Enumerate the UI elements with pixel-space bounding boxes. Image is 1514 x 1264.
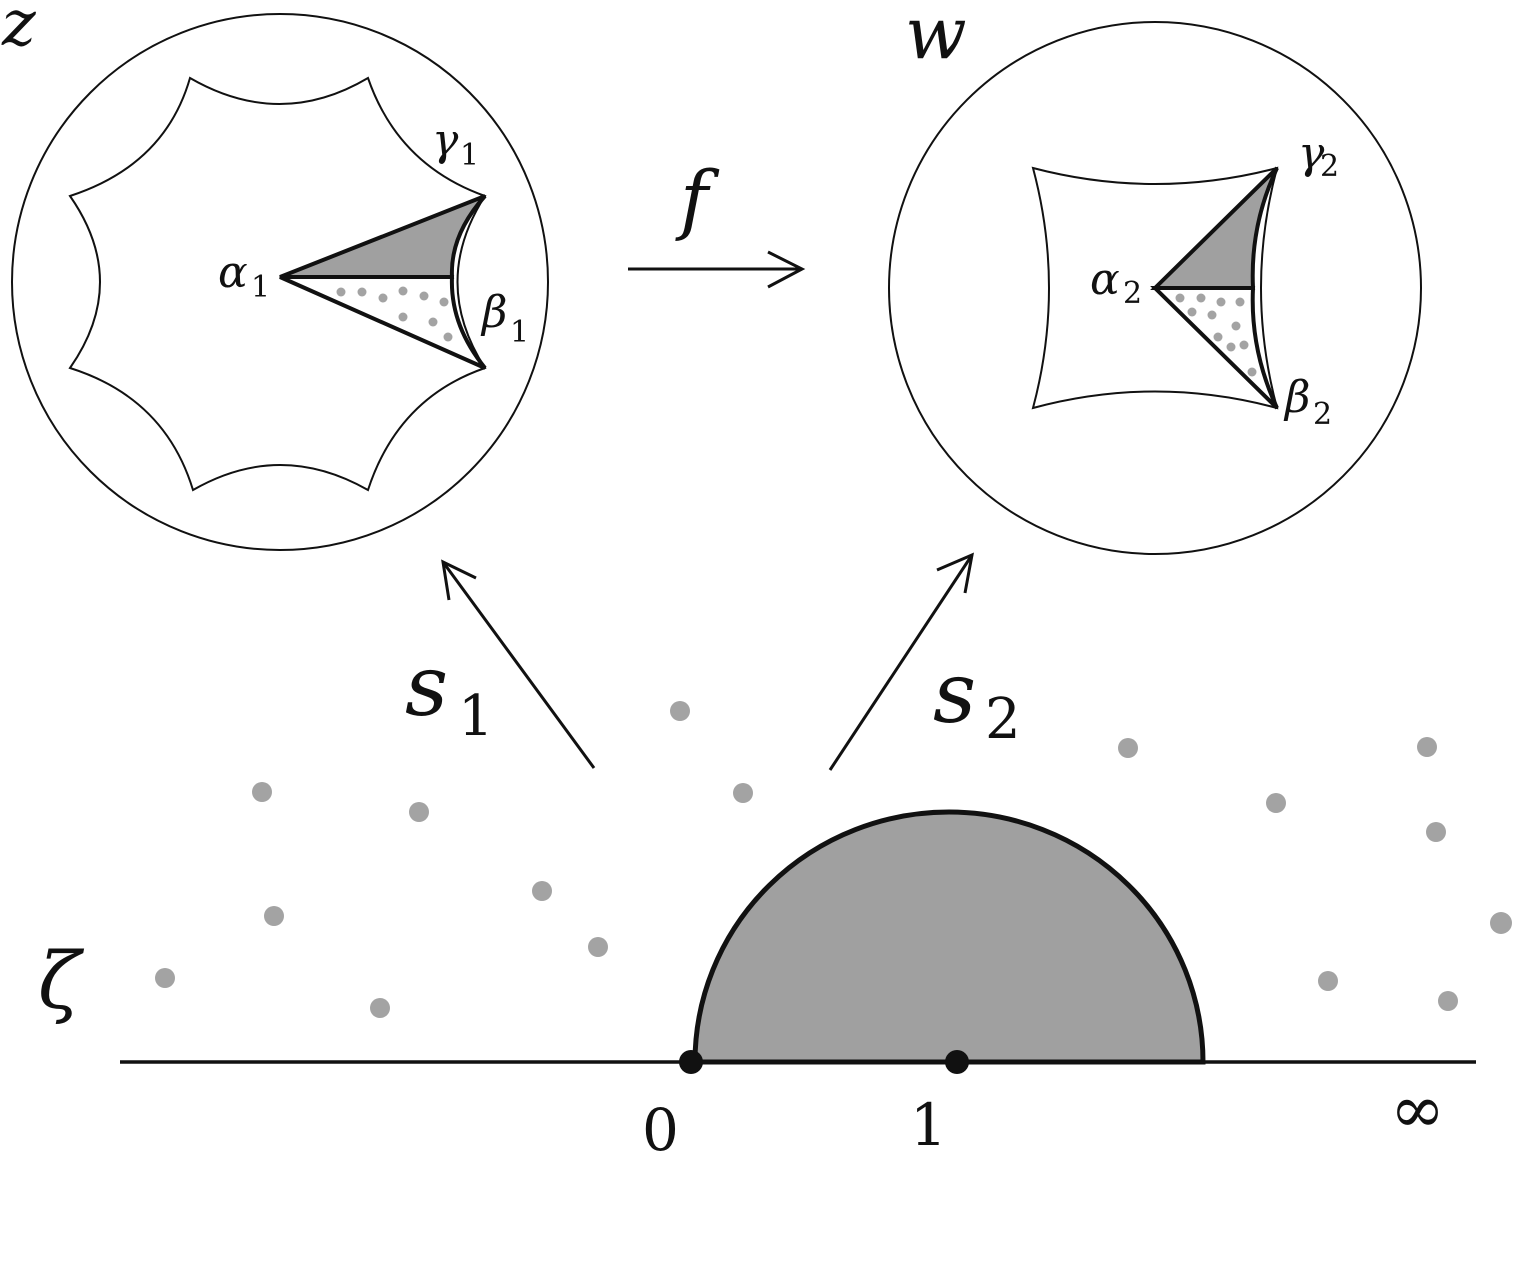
zeta-plane (120, 701, 1512, 1074)
z-dotted-triangle (279, 275, 487, 370)
alpha2-label: α 2 (1090, 254, 1142, 311)
z-fundamental-polygon (68, 76, 487, 492)
axis-label-zero: 0 (642, 1096, 679, 1164)
point-zero (679, 1050, 703, 1074)
point-one (945, 1050, 969, 1074)
svg-text:γ: γ (1298, 128, 1325, 179)
svg-text:1: 1 (251, 270, 270, 305)
w-dotted-fill (1175, 293, 1257, 377)
alpha1-label: α 1 (218, 247, 270, 305)
z-plane-label: z (1, 0, 37, 61)
zeta-plane-label: ζ (38, 937, 85, 1027)
z-unit-circle (11, 13, 549, 551)
svg-text:2: 2 (1320, 149, 1339, 184)
s1-arrow (441, 559, 596, 769)
beta1-label: β 1 (480, 287, 529, 350)
svg-text:β: β (480, 287, 507, 338)
w-plane-disk (888, 21, 1422, 555)
svg-text:1: 1 (460, 138, 479, 173)
s2-map-label: s 2 (933, 644, 1021, 752)
z-plane-disk (11, 13, 549, 551)
svg-text:1: 1 (510, 315, 529, 350)
w-shaded-triangle (1150, 166, 1279, 290)
svg-text:s: s (933, 644, 976, 742)
gamma2-label: γ 2 (1298, 128, 1339, 184)
axis-label-one: 1 (910, 1091, 947, 1159)
w-plane-label: w (905, 0, 967, 75)
svg-text:2: 2 (1123, 276, 1142, 311)
gamma1-label: γ 1 (432, 115, 479, 173)
f-arrow (628, 250, 806, 289)
z-shaded-triangle (279, 194, 487, 279)
s1-map-label: s 1 (405, 637, 494, 749)
beta2-label: β 2 (1283, 372, 1332, 432)
zeta-shaded-half-disk (692, 809, 1206, 1065)
svg-text:β: β (1283, 372, 1310, 423)
svg-text:γ: γ (432, 115, 459, 166)
svg-text:2: 2 (1313, 397, 1332, 432)
svg-text:s: s (405, 637, 448, 735)
svg-text:α: α (1090, 254, 1120, 305)
f-map-label: f (675, 154, 720, 243)
svg-text:2: 2 (985, 687, 1021, 752)
w-dotted-triangle (1150, 286, 1279, 410)
zeta-scattered-dots (155, 701, 1512, 1018)
svg-text:α: α (218, 247, 248, 298)
s2-arrow (828, 552, 974, 771)
z-dotted-fill (336, 286, 453, 342)
axis-label-infinity: ∞ (1390, 1071, 1445, 1148)
svg-text:1: 1 (458, 684, 494, 749)
w-unit-circle (888, 21, 1422, 555)
